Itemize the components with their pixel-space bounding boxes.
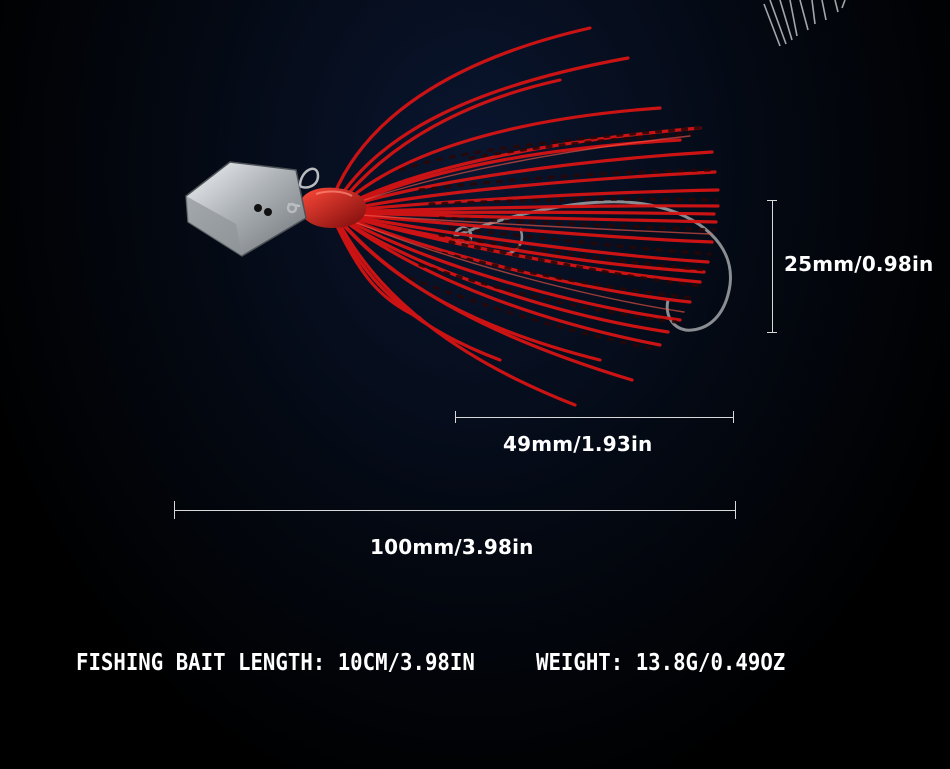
- skirt-length-tick-left: [455, 411, 456, 423]
- height-dimension-tick-top: [767, 200, 777, 201]
- skirt-length-dimension-label: 49mm/1.93in: [503, 432, 653, 456]
- jig-head: [300, 187, 367, 228]
- height-dimension-tick-bottom: [767, 332, 777, 333]
- height-dimension-label: 25mm/0.98in: [784, 252, 934, 276]
- total-length-tick-left: [174, 501, 175, 519]
- total-length-tick-right: [735, 501, 736, 519]
- height-dimension-line: [772, 200, 773, 333]
- total-length-dimension-line: [174, 510, 735, 511]
- skirt-length-dimension-line: [455, 417, 734, 418]
- skirt-length-tick-right: [733, 411, 734, 423]
- chatter-blade: [185, 161, 307, 257]
- snap-ring: [286, 167, 320, 214]
- total-length-dimension-label: 100mm/3.98in: [370, 535, 534, 559]
- partial-lure-top-right: [763, 0, 846, 47]
- bait-length-spec: FISHING BAIT LENGTH: 10CM/3.98IN: [76, 650, 475, 676]
- silicone-skirt: [328, 26, 720, 407]
- bait-weight-spec: WEIGHT: 13.8G/0.49OZ: [536, 650, 786, 676]
